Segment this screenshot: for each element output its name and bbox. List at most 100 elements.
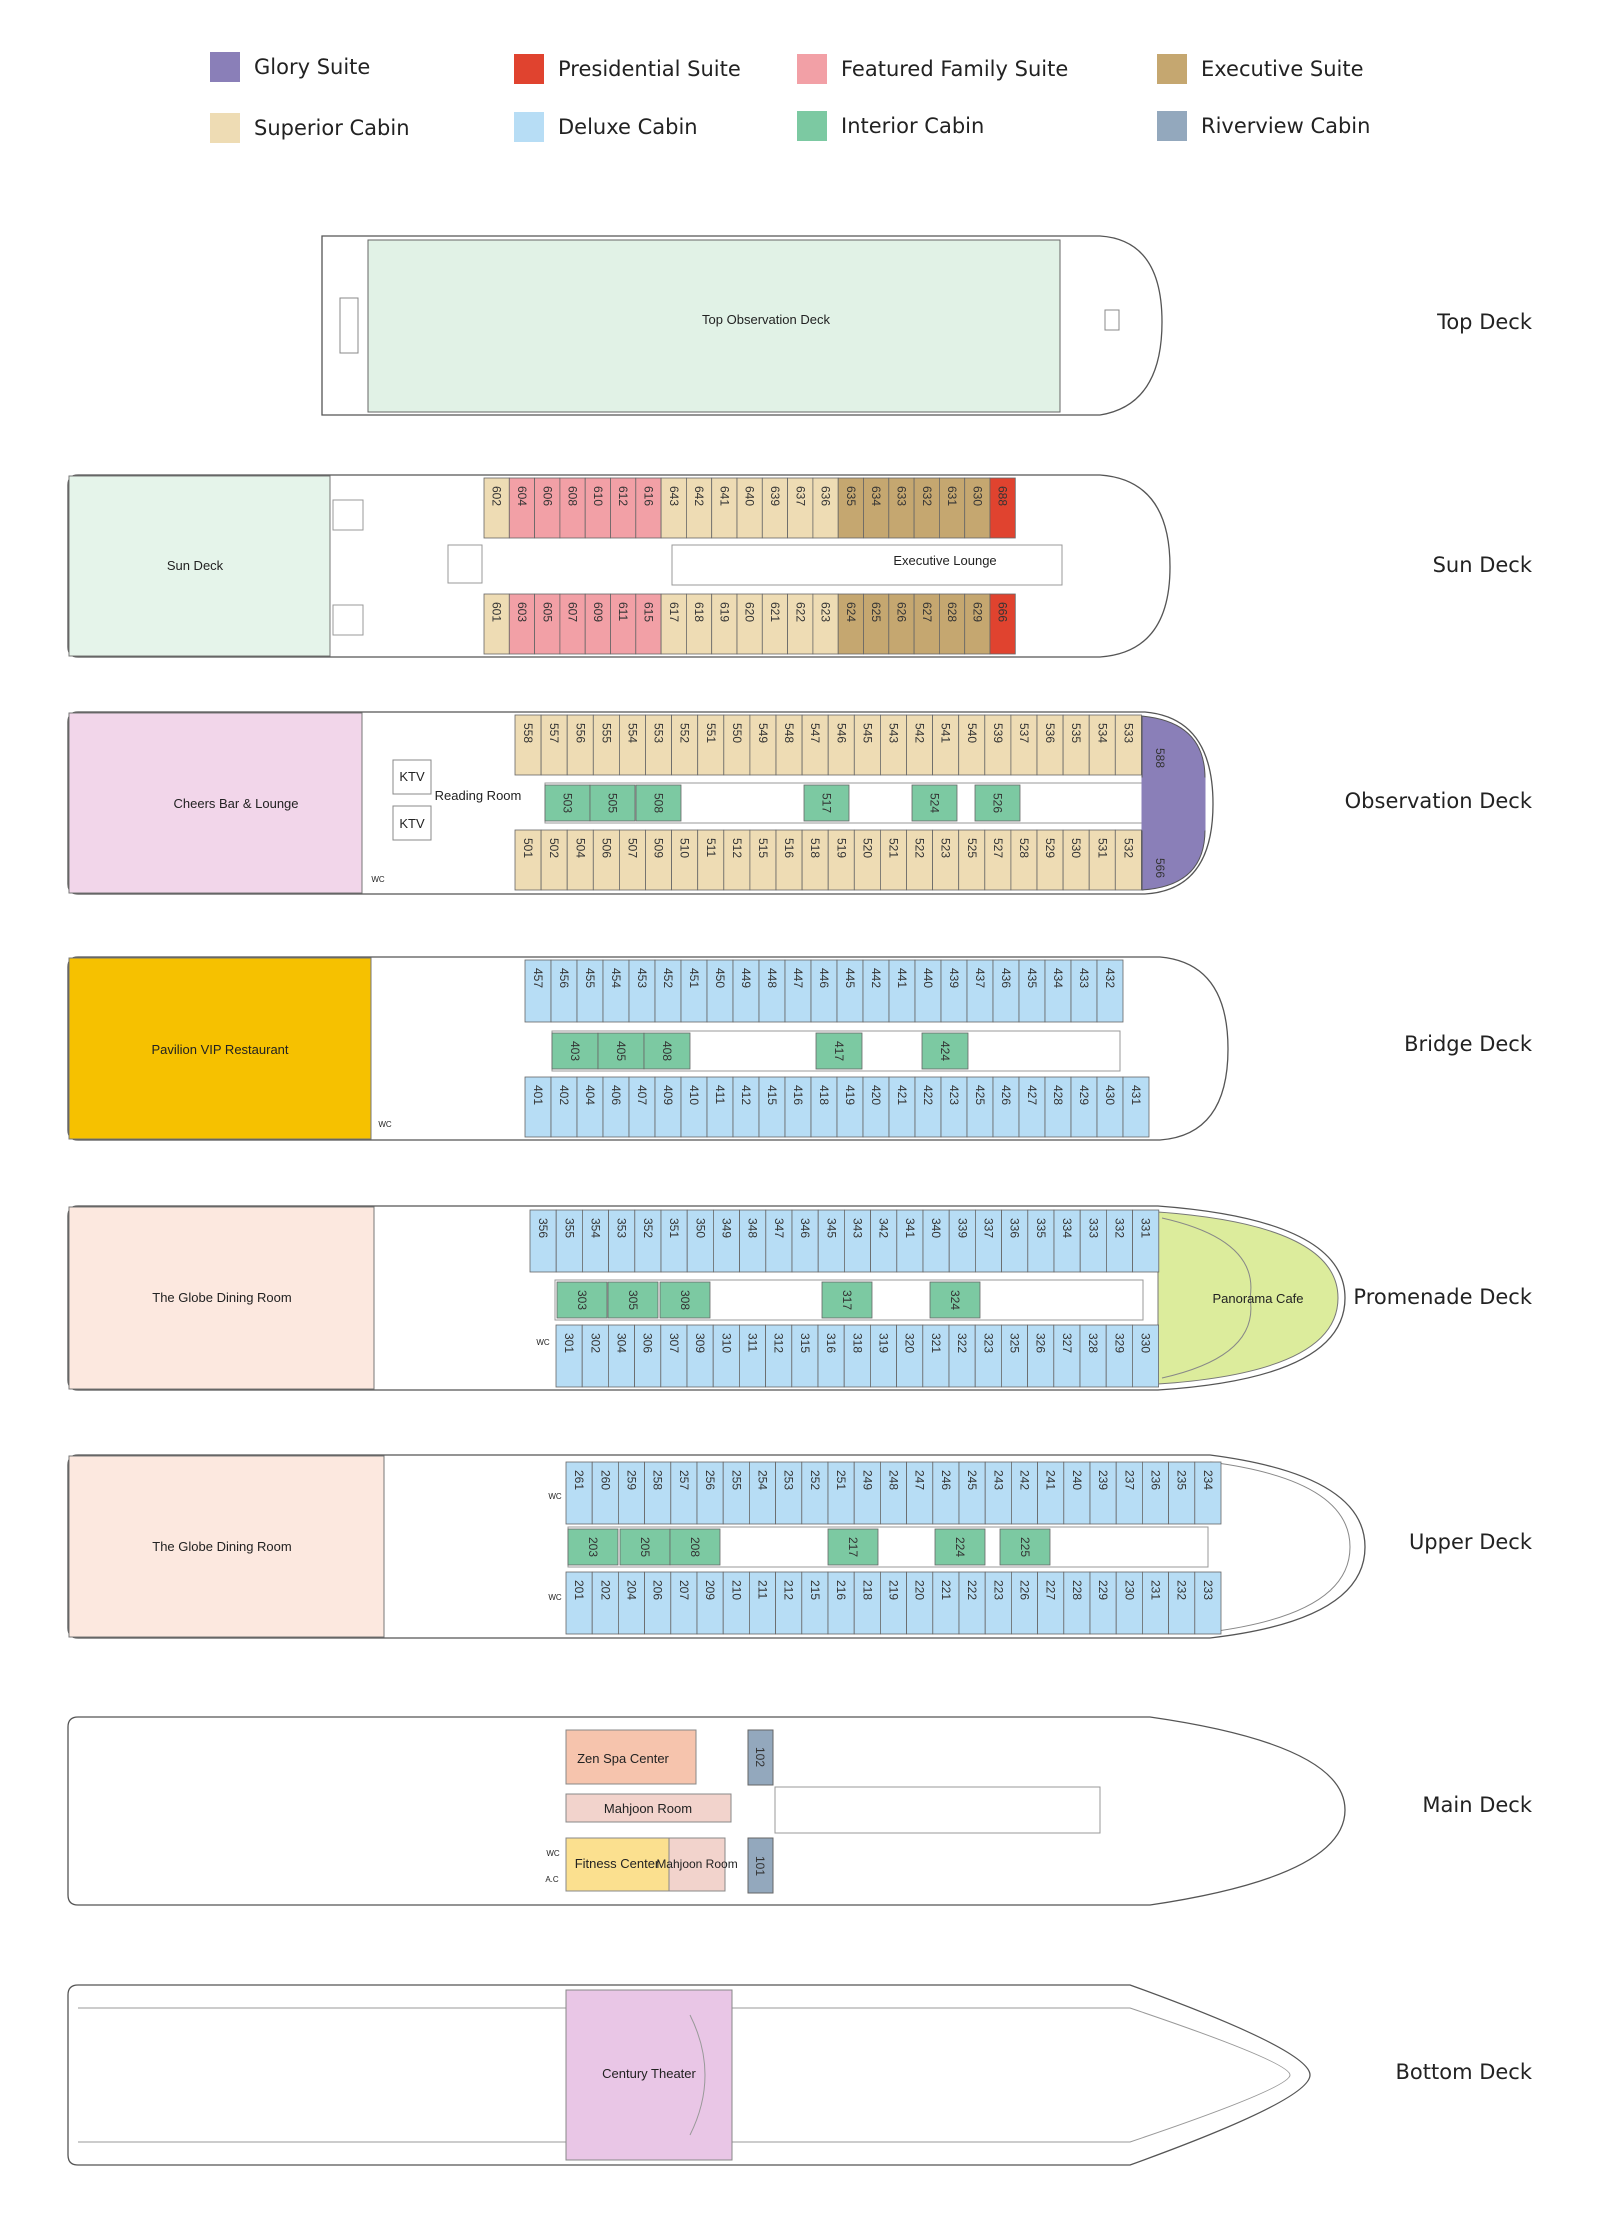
cabin[interactable] [803,784,850,822]
cabin[interactable] [483,593,510,655]
cabin[interactable] [565,1461,593,1525]
cabin[interactable] [670,1461,698,1525]
cabin[interactable] [906,1461,934,1525]
cabin[interactable] [732,959,760,1023]
cabin[interactable] [723,714,751,776]
cabin[interactable] [550,1076,578,1138]
cabin[interactable] [591,1461,619,1525]
cabin[interactable] [654,1076,682,1138]
cabin[interactable] [1194,1461,1222,1525]
cabin[interactable] [853,1461,881,1525]
cabin[interactable] [801,1571,829,1635]
cabin[interactable] [749,829,777,891]
cabin[interactable] [696,1571,724,1635]
cabin[interactable] [862,959,890,1023]
cabin[interactable] [914,1076,942,1138]
cabin[interactable] [758,959,786,1023]
cabin[interactable] [775,829,803,891]
cabin[interactable] [567,1528,619,1566]
cabin[interactable] [706,1076,734,1138]
cabin[interactable] [787,477,814,539]
cabin[interactable] [1142,1571,1170,1635]
cabin[interactable] [566,829,594,891]
cabin[interactable] [1053,1324,1081,1388]
cabin[interactable] [610,593,637,655]
cabin[interactable] [863,593,890,655]
cabin[interactable] [880,714,907,776]
cabin[interactable] [732,1076,760,1138]
cabin[interactable] [1036,829,1064,891]
cabin[interactable] [1010,714,1038,776]
cabin[interactable] [761,593,788,655]
cabin[interactable] [508,593,535,655]
cabin[interactable] [817,1324,845,1388]
cabin[interactable] [791,1324,819,1388]
cabin[interactable] [1089,1571,1117,1635]
cabin[interactable] [1011,1571,1039,1635]
cabin[interactable] [922,1209,950,1273]
cabin[interactable] [722,1461,750,1525]
cabin[interactable] [602,1076,630,1138]
cabin[interactable] [540,714,568,776]
cabin[interactable] [645,829,673,891]
cabin[interactable] [610,477,637,539]
cabin[interactable] [836,959,864,1023]
cabin[interactable] [870,1209,898,1273]
cabin[interactable] [992,959,1020,1023]
cabin[interactable] [1132,1324,1160,1388]
cabin[interactable] [559,593,586,655]
cabin[interactable] [911,784,958,822]
cabin[interactable] [989,593,1016,655]
cabin[interactable] [1027,1324,1055,1388]
cabin[interactable] [544,784,591,822]
cabin[interactable] [827,714,855,776]
cabin[interactable] [888,477,915,539]
cabin[interactable] [739,1209,767,1273]
cabin[interactable] [696,1461,724,1525]
cabin[interactable] [669,1528,721,1566]
cabin[interactable] [1011,1461,1039,1525]
cabin[interactable] [686,1209,714,1273]
cabin[interactable] [906,714,934,776]
cabin[interactable] [524,1076,552,1138]
cabin[interactable] [584,477,611,539]
cabin[interactable] [964,593,991,655]
cabin[interactable] [540,829,568,891]
cabin[interactable] [671,829,699,891]
cabin[interactable] [810,1076,838,1138]
cabin[interactable] [932,1461,960,1525]
cabin[interactable] [888,959,916,1023]
cabin[interactable] [821,1281,873,1319]
cabin[interactable] [654,959,682,1023]
cabin[interactable] [966,1076,994,1138]
cabin[interactable] [635,477,662,539]
cabin[interactable] [508,477,535,539]
cabin[interactable] [775,1461,803,1525]
cabin[interactable] [680,959,708,1023]
cabin[interactable] [1036,714,1064,776]
cabin[interactable] [1070,1076,1098,1138]
cabin[interactable] [659,1281,711,1319]
cabin[interactable] [827,1528,879,1566]
cabin[interactable] [896,1209,924,1273]
cabin[interactable] [619,829,646,891]
cabin[interactable] [559,477,586,539]
cabin[interactable] [1096,959,1124,1023]
cabin[interactable] [1114,714,1142,776]
cabin[interactable] [1018,959,1046,1023]
cabin[interactable] [812,477,839,539]
cabin[interactable] [817,1209,845,1273]
cabin[interactable] [932,714,960,776]
cabin[interactable] [934,1528,986,1566]
cabin[interactable] [660,593,687,655]
cabin[interactable] [844,1209,872,1273]
cabin[interactable] [992,1076,1020,1138]
cabin[interactable] [853,714,881,776]
cabin[interactable] [1063,1461,1091,1525]
cabin[interactable] [921,1032,969,1070]
cabin[interactable] [1122,1076,1150,1138]
cabin[interactable] [896,1324,924,1388]
cabin[interactable] [608,1324,636,1388]
cabin[interactable] [1079,1324,1107,1388]
cabin[interactable] [853,1571,881,1635]
